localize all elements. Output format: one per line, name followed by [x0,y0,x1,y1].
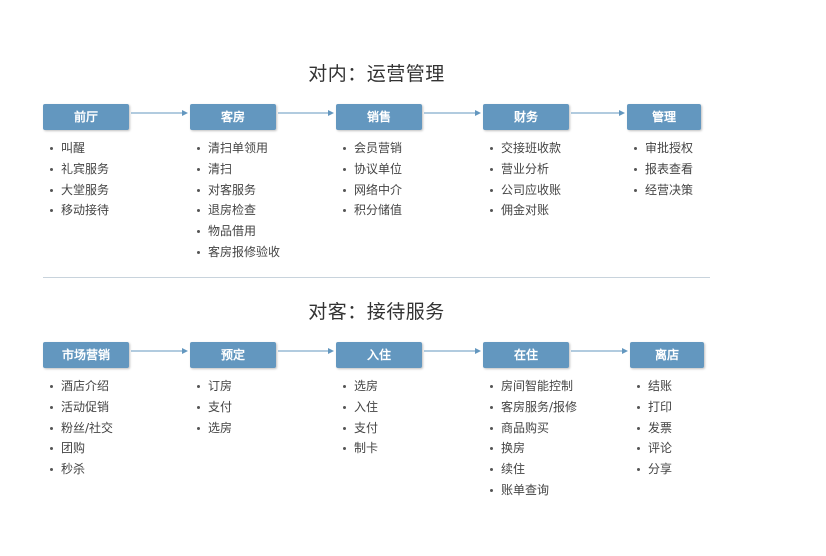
list-item: 物品借用 [192,221,280,242]
list-item: 支付 [338,418,378,439]
flow-arrow [131,347,188,355]
step-box-in-stay[interactable]: 在住 [483,342,569,368]
step-box-marketing[interactable]: 市场营销 [43,342,129,368]
list-item: 续住 [485,459,577,480]
list-item: 公司应收账 [485,180,561,201]
step-box-management[interactable]: 管理 [627,104,701,130]
list-item: 换房 [485,438,577,459]
flow-arrow [131,109,188,117]
section-title-guest: 对客：接待服务 [308,301,445,323]
flow-arrow [424,109,481,117]
step-list-finance: 交接班收款 营业分析 公司应收账 佣金对账 [485,138,561,221]
step-list-check-in: 选房 入住 支付 制卡 [338,376,378,459]
list-item: 打印 [632,397,672,418]
list-item: 佣金对账 [485,200,561,221]
list-item: 网络中介 [338,180,402,201]
list-item: 清扫 [192,159,280,180]
list-item: 交接班收款 [485,138,561,159]
list-item: 分享 [632,459,672,480]
list-item: 制卡 [338,438,378,459]
flow-arrow [571,347,628,355]
flow-arrow [424,347,481,355]
list-item: 粉丝/社交 [45,418,113,439]
list-item: 入住 [338,397,378,418]
step-box-housekeeping[interactable]: 客房 [190,104,276,130]
step-box-check-in[interactable]: 入住 [336,342,422,368]
list-item: 清扫单领用 [192,138,280,159]
step-box-reservation[interactable]: 预定 [190,342,276,368]
list-item: 商品购买 [485,418,577,439]
list-item: 移动接待 [45,200,109,221]
step-list-check-out: 结账 打印 发票 评论 分享 [632,376,672,480]
flow-arrow [278,109,334,117]
step-box-front-desk[interactable]: 前厅 [43,104,129,130]
list-item: 积分储值 [338,200,402,221]
step-list-reservation: 订房 支付 选房 [192,376,232,438]
list-item: 会员营销 [338,138,402,159]
section-title-internal: 对内：运营管理 [308,63,445,85]
step-list-in-stay: 房间智能控制 客房服务/报修 商品购买 换房 续住 账单查询 [485,376,577,501]
list-item: 礼宾服务 [45,159,109,180]
list-item: 经营决策 [629,180,693,201]
list-item: 评论 [632,438,672,459]
section-divider [43,277,710,278]
list-item: 活动促销 [45,397,113,418]
list-item: 审批授权 [629,138,693,159]
list-item: 对客服务 [192,180,280,201]
list-item: 营业分析 [485,159,561,180]
list-item: 选房 [192,418,232,439]
flow-arrow [571,109,625,117]
list-item: 客房服务/报修 [485,397,577,418]
list-item: 选房 [338,376,378,397]
list-item: 报表查看 [629,159,693,180]
list-item: 酒店介绍 [45,376,113,397]
flow-arrow [278,347,334,355]
list-item: 叫醒 [45,138,109,159]
list-item: 退房检查 [192,200,280,221]
step-box-check-out[interactable]: 离店 [630,342,704,368]
list-item: 秒杀 [45,459,113,480]
list-item: 订房 [192,376,232,397]
list-item: 账单查询 [485,480,577,501]
list-item: 大堂服务 [45,180,109,201]
list-item: 发票 [632,418,672,439]
list-item: 团购 [45,438,113,459]
list-item: 房间智能控制 [485,376,577,397]
step-box-sales[interactable]: 销售 [336,104,422,130]
list-item: 支付 [192,397,232,418]
step-box-finance[interactable]: 财务 [483,104,569,130]
step-list-management: 审批授权 报表查看 经营决策 [629,138,693,200]
step-list-housekeeping: 清扫单领用 清扫 对客服务 退房检查 物品借用 客房报修验收 [192,138,280,263]
step-list-marketing: 酒店介绍 活动促销 粉丝/社交 团购 秒杀 [45,376,113,480]
list-item: 客房报修验收 [192,242,280,263]
list-item: 协议单位 [338,159,402,180]
step-list-sales: 会员营销 协议单位 网络中介 积分储值 [338,138,402,221]
list-item: 结账 [632,376,672,397]
step-list-front-desk: 叫醒 礼宾服务 大堂服务 移动接待 [45,138,109,221]
